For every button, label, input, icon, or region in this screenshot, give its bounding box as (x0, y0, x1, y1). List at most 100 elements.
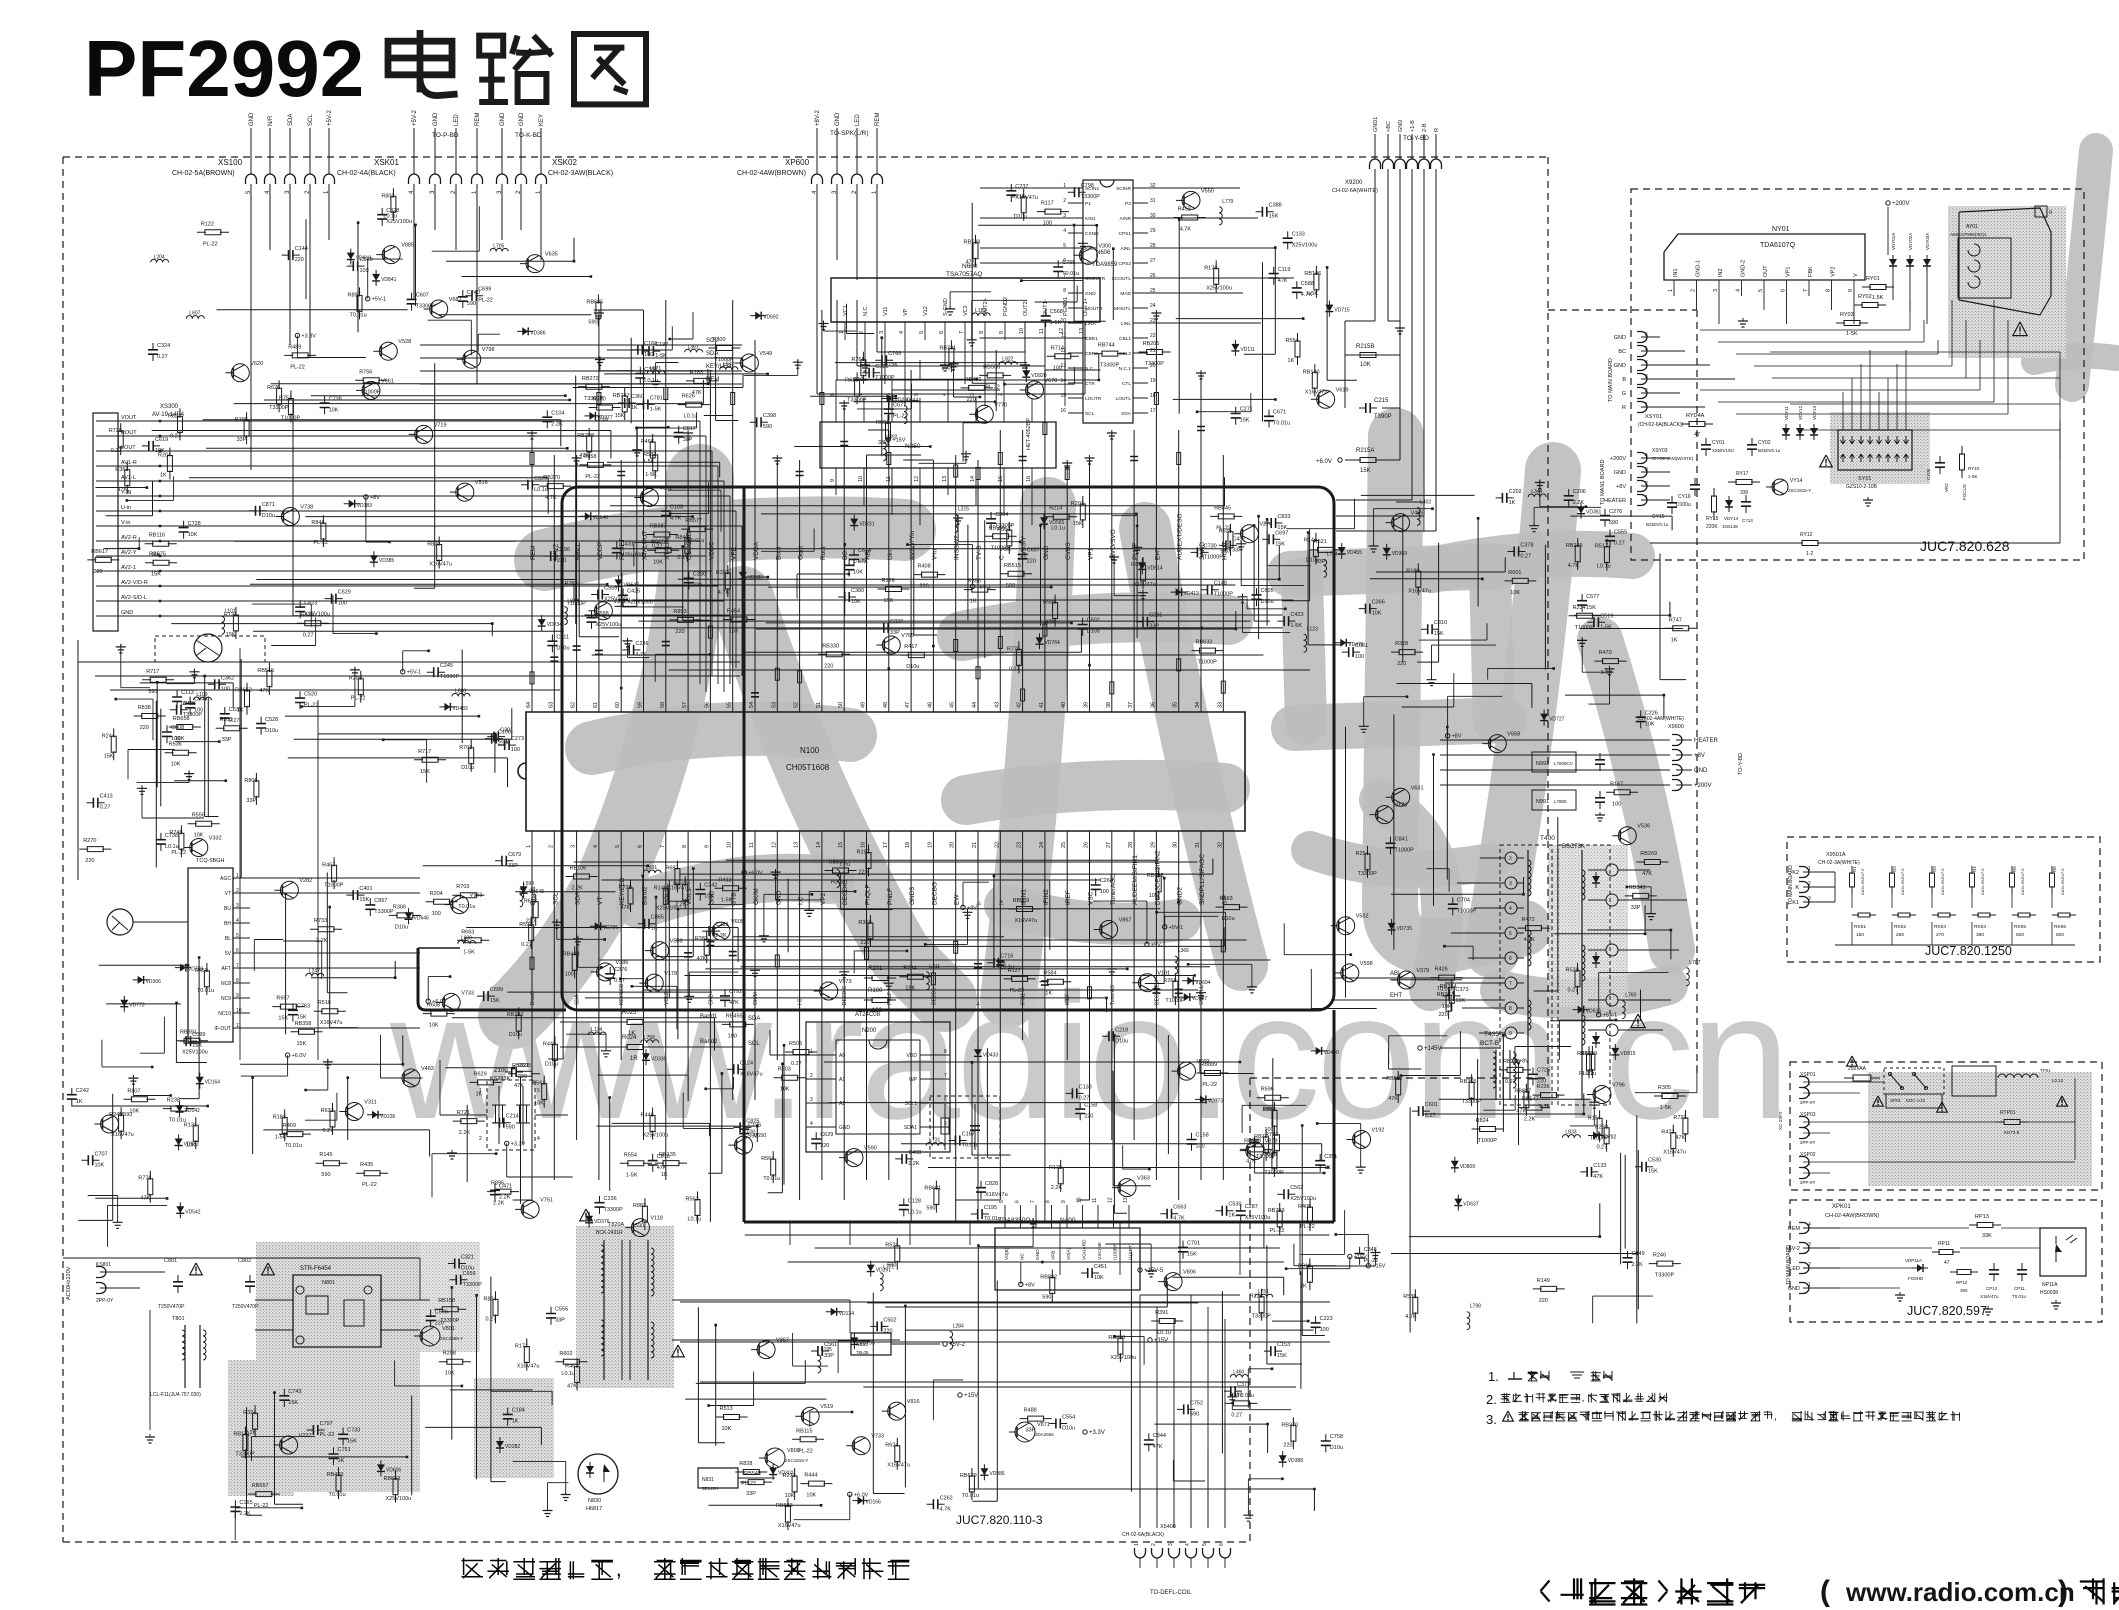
svg-text:9: 9 (999, 331, 1005, 334)
svg-text:2: 2 (1691, 289, 1697, 292)
svg-text:+5V-1: +5V-1 (1603, 1013, 1618, 1019)
svg-text:2: 2 (1808, 881, 1811, 887)
svg-text:NC8: NC8 (221, 981, 231, 987)
svg-text:1-2: 1-2 (1806, 551, 1813, 557)
svg-text:4.7K: 4.7K (940, 1506, 952, 1512)
svg-text:C555: C555 (604, 586, 617, 592)
svg-text:CBR2: CBR2 (1085, 351, 1098, 357)
svg-text:3: 3 (497, 190, 503, 194)
svg-text:R6: R6 (2052, 866, 2057, 872)
svg-text:KA2L-6K5X7.5: KA2L-6K5X7.5 (1900, 868, 1905, 895)
svg-text:1: 1 (1063, 183, 1066, 189)
svg-text:T3300P: T3300P (1100, 363, 1120, 369)
svg-text:V379: V379 (1416, 968, 1429, 974)
svg-text:R824: R824 (484, 1296, 497, 1302)
svg-text:PhiLF: PhiLF (887, 888, 894, 905)
svg-text:C530: C530 (1228, 1202, 1241, 1208)
svg-text:R452: R452 (1178, 207, 1191, 213)
svg-text:L315: L315 (958, 507, 969, 513)
svg-text:T3300P: T3300P (374, 909, 394, 915)
svg-text:100: 100 (1265, 1127, 1274, 1133)
svg-text:AV2-Y: AV2-Y (121, 550, 137, 556)
svg-text:4: 4 (1645, 360, 1648, 366)
svg-text:2PP-0Y: 2PP-0Y (1800, 1140, 1816, 1145)
svg-text:+5V-1: +5V-1 (1169, 925, 1184, 931)
svg-text:TO-P-BD: TO-P-BD (432, 132, 459, 139)
svg-text:C619: C619 (155, 437, 168, 443)
svg-text:RP13: RP13 (1975, 1214, 1989, 1220)
svg-text:2SC1815-Y: 2SC1815-Y (785, 1458, 808, 1463)
svg-text:R687: R687 (665, 866, 678, 872)
svg-text:C226: C226 (1645, 710, 1658, 716)
svg-text:C588: C588 (1301, 281, 1314, 287)
svg-text:VDY03A: VDY03A (1925, 233, 1930, 250)
svg-text:VD735: VD735 (859, 1340, 875, 1346)
svg-text:T0.01u: T0.01u (1273, 421, 1290, 427)
svg-text:R214: R214 (1049, 506, 1062, 512)
svg-text:VD819: VD819 (356, 256, 372, 262)
svg-text:15K: 15K (192, 1043, 202, 1049)
svg-text:15K: 15K (278, 1016, 288, 1022)
svg-text:10K: 10K (1645, 721, 1655, 727)
svg-text:L0.1u: L0.1u (595, 417, 609, 423)
svg-text:RB658: RB658 (173, 716, 190, 722)
svg-text:GND: GND (519, 112, 525, 126)
svg-text:C607: C607 (416, 293, 429, 299)
svg-text:R721: R721 (457, 1110, 470, 1116)
svg-text:R126: R126 (882, 578, 895, 584)
svg-text:1-5K: 1-5K (1846, 331, 1858, 337)
svg-text:220: 220 (693, 583, 702, 589)
svg-text:2: 2 (852, 190, 858, 194)
svg-text:V605: V605 (731, 919, 744, 925)
svg-text:P2: P2 (1125, 201, 1131, 207)
svg-text:VC1: VC1 (843, 305, 849, 316)
svg-text:GND: GND (839, 1125, 851, 1131)
svg-text:15K: 15K (420, 769, 430, 775)
svg-text:+8V: +8V (1452, 734, 1462, 740)
svg-text:SCIN1: SCIN1 (1085, 186, 1099, 192)
svg-text:RB821: RB821 (512, 1063, 529, 1069)
svg-text:R805: R805 (244, 778, 257, 784)
svg-text:L0.12: L0.12 (2052, 1078, 2064, 1083)
svg-text:1-5K: 1-5K (721, 897, 733, 903)
svg-text:L833: L833 (1565, 1130, 1576, 1136)
svg-text:4.7K: 4.7K (545, 495, 557, 501)
svg-text:R800: R800 (712, 337, 725, 343)
svg-text:V798: V798 (482, 347, 495, 353)
svg-text:GND: GND (1614, 363, 1626, 369)
svg-text:C677: C677 (893, 402, 906, 408)
svg-text:100: 100 (1320, 1327, 1329, 1333)
svg-text:V620: V620 (250, 361, 263, 367)
svg-text:L174: L174 (591, 1027, 602, 1033)
svg-text:4.7K: 4.7K (670, 515, 682, 521)
svg-text:+5V-1: +5V-1 (372, 297, 387, 303)
svg-text:590: 590 (1042, 1295, 1051, 1301)
svg-text:R818: R818 (1298, 1263, 1311, 1269)
svg-text:R4: R4 (1972, 866, 1977, 872)
svg-text:47K: 47K (621, 905, 631, 911)
svg-text:C148: C148 (1214, 581, 1227, 587)
svg-text:V0(B): V0(B) (1004, 1247, 1010, 1260)
svg-text:HOUT: HOUT (1221, 542, 1228, 560)
svg-text:R629: R629 (474, 1071, 487, 1077)
svg-text:R717: R717 (418, 749, 431, 755)
svg-text:+200V: +200V (1610, 456, 1626, 462)
svg-text:D10u: D10u (545, 1061, 558, 1067)
svg-text:C707: C707 (95, 1151, 108, 1157)
svg-text:33P: 33P (1149, 624, 1159, 630)
svg-text:+8V: +8V (1694, 753, 1705, 759)
svg-text:SY01: SY01 (1858, 476, 1871, 482)
svg-text:37: 37 (1128, 702, 1134, 708)
svg-text:390: 390 (1960, 1288, 1968, 1293)
svg-text:EHT: EHT (1390, 993, 1402, 999)
svg-text:OK/M: OK/M (753, 888, 760, 905)
svg-text:C738: C738 (165, 833, 178, 839)
svg-text:V528: V528 (398, 339, 411, 345)
svg-text:C168: C168 (644, 341, 657, 347)
svg-text:R1: R1 (1852, 866, 1857, 872)
svg-text:R305: R305 (1658, 1085, 1671, 1091)
svg-text:DECDIG: DECDIG (842, 985, 848, 1005)
svg-text:3: 3 (1808, 896, 1811, 902)
svg-text:C498: C498 (908, 1150, 921, 1156)
svg-text:+15V: +15V (964, 1393, 978, 1399)
